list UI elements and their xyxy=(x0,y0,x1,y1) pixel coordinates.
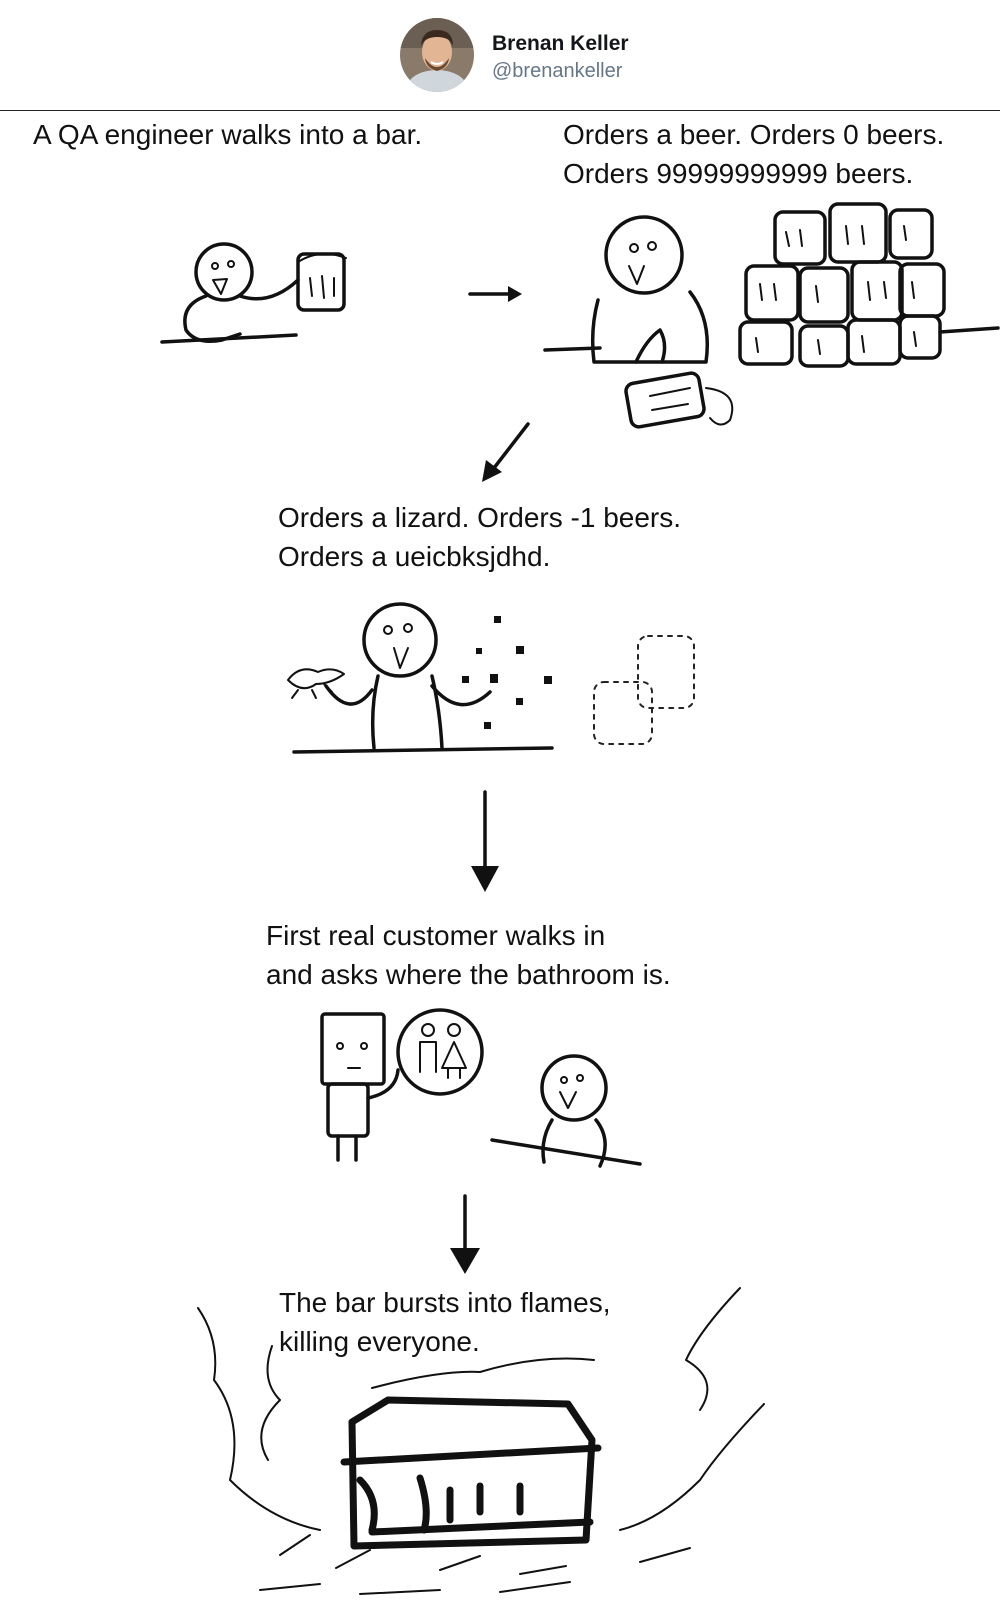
beer-mug-icon xyxy=(296,252,347,312)
restroom-sign-icon xyxy=(396,1008,484,1096)
arrow-icon xyxy=(468,286,522,302)
tweet-header: Brenan Keller @brenankeller xyxy=(0,0,1000,111)
author-handle[interactable]: @brenankeller xyxy=(492,60,623,82)
author-name[interactable]: Brenan Keller xyxy=(492,32,629,55)
panel-1-caption: A QA engineer walks into a bar. xyxy=(33,119,423,150)
gibberish-bits xyxy=(462,616,552,729)
lizard-icon xyxy=(287,668,345,699)
panel-3-drawing xyxy=(287,602,695,754)
arrow-icon xyxy=(471,790,499,892)
burning-bar xyxy=(340,1396,602,1550)
panel-2-drawing xyxy=(543,202,1000,429)
panel-1-drawing xyxy=(160,242,347,344)
beer-mug-icon xyxy=(624,371,734,429)
panel-4-drawing xyxy=(320,1008,642,1168)
phantom-mugs xyxy=(593,635,695,745)
arrow-icon xyxy=(482,422,530,482)
flames-icon xyxy=(197,1287,765,1595)
panel-5-caption: The bar bursts into flames, killing ever… xyxy=(279,1287,611,1357)
panel-3-caption: Orders a lizard. Orders -1 beers. Orders… xyxy=(278,502,682,572)
panel-4-caption: First real customer walks in and asks wh… xyxy=(266,920,671,990)
arrow-icon xyxy=(450,1194,480,1274)
panel-2-caption: Orders a beer. Orders 0 beers. Orders 99… xyxy=(563,119,945,189)
beer-mug-pile xyxy=(738,202,946,368)
